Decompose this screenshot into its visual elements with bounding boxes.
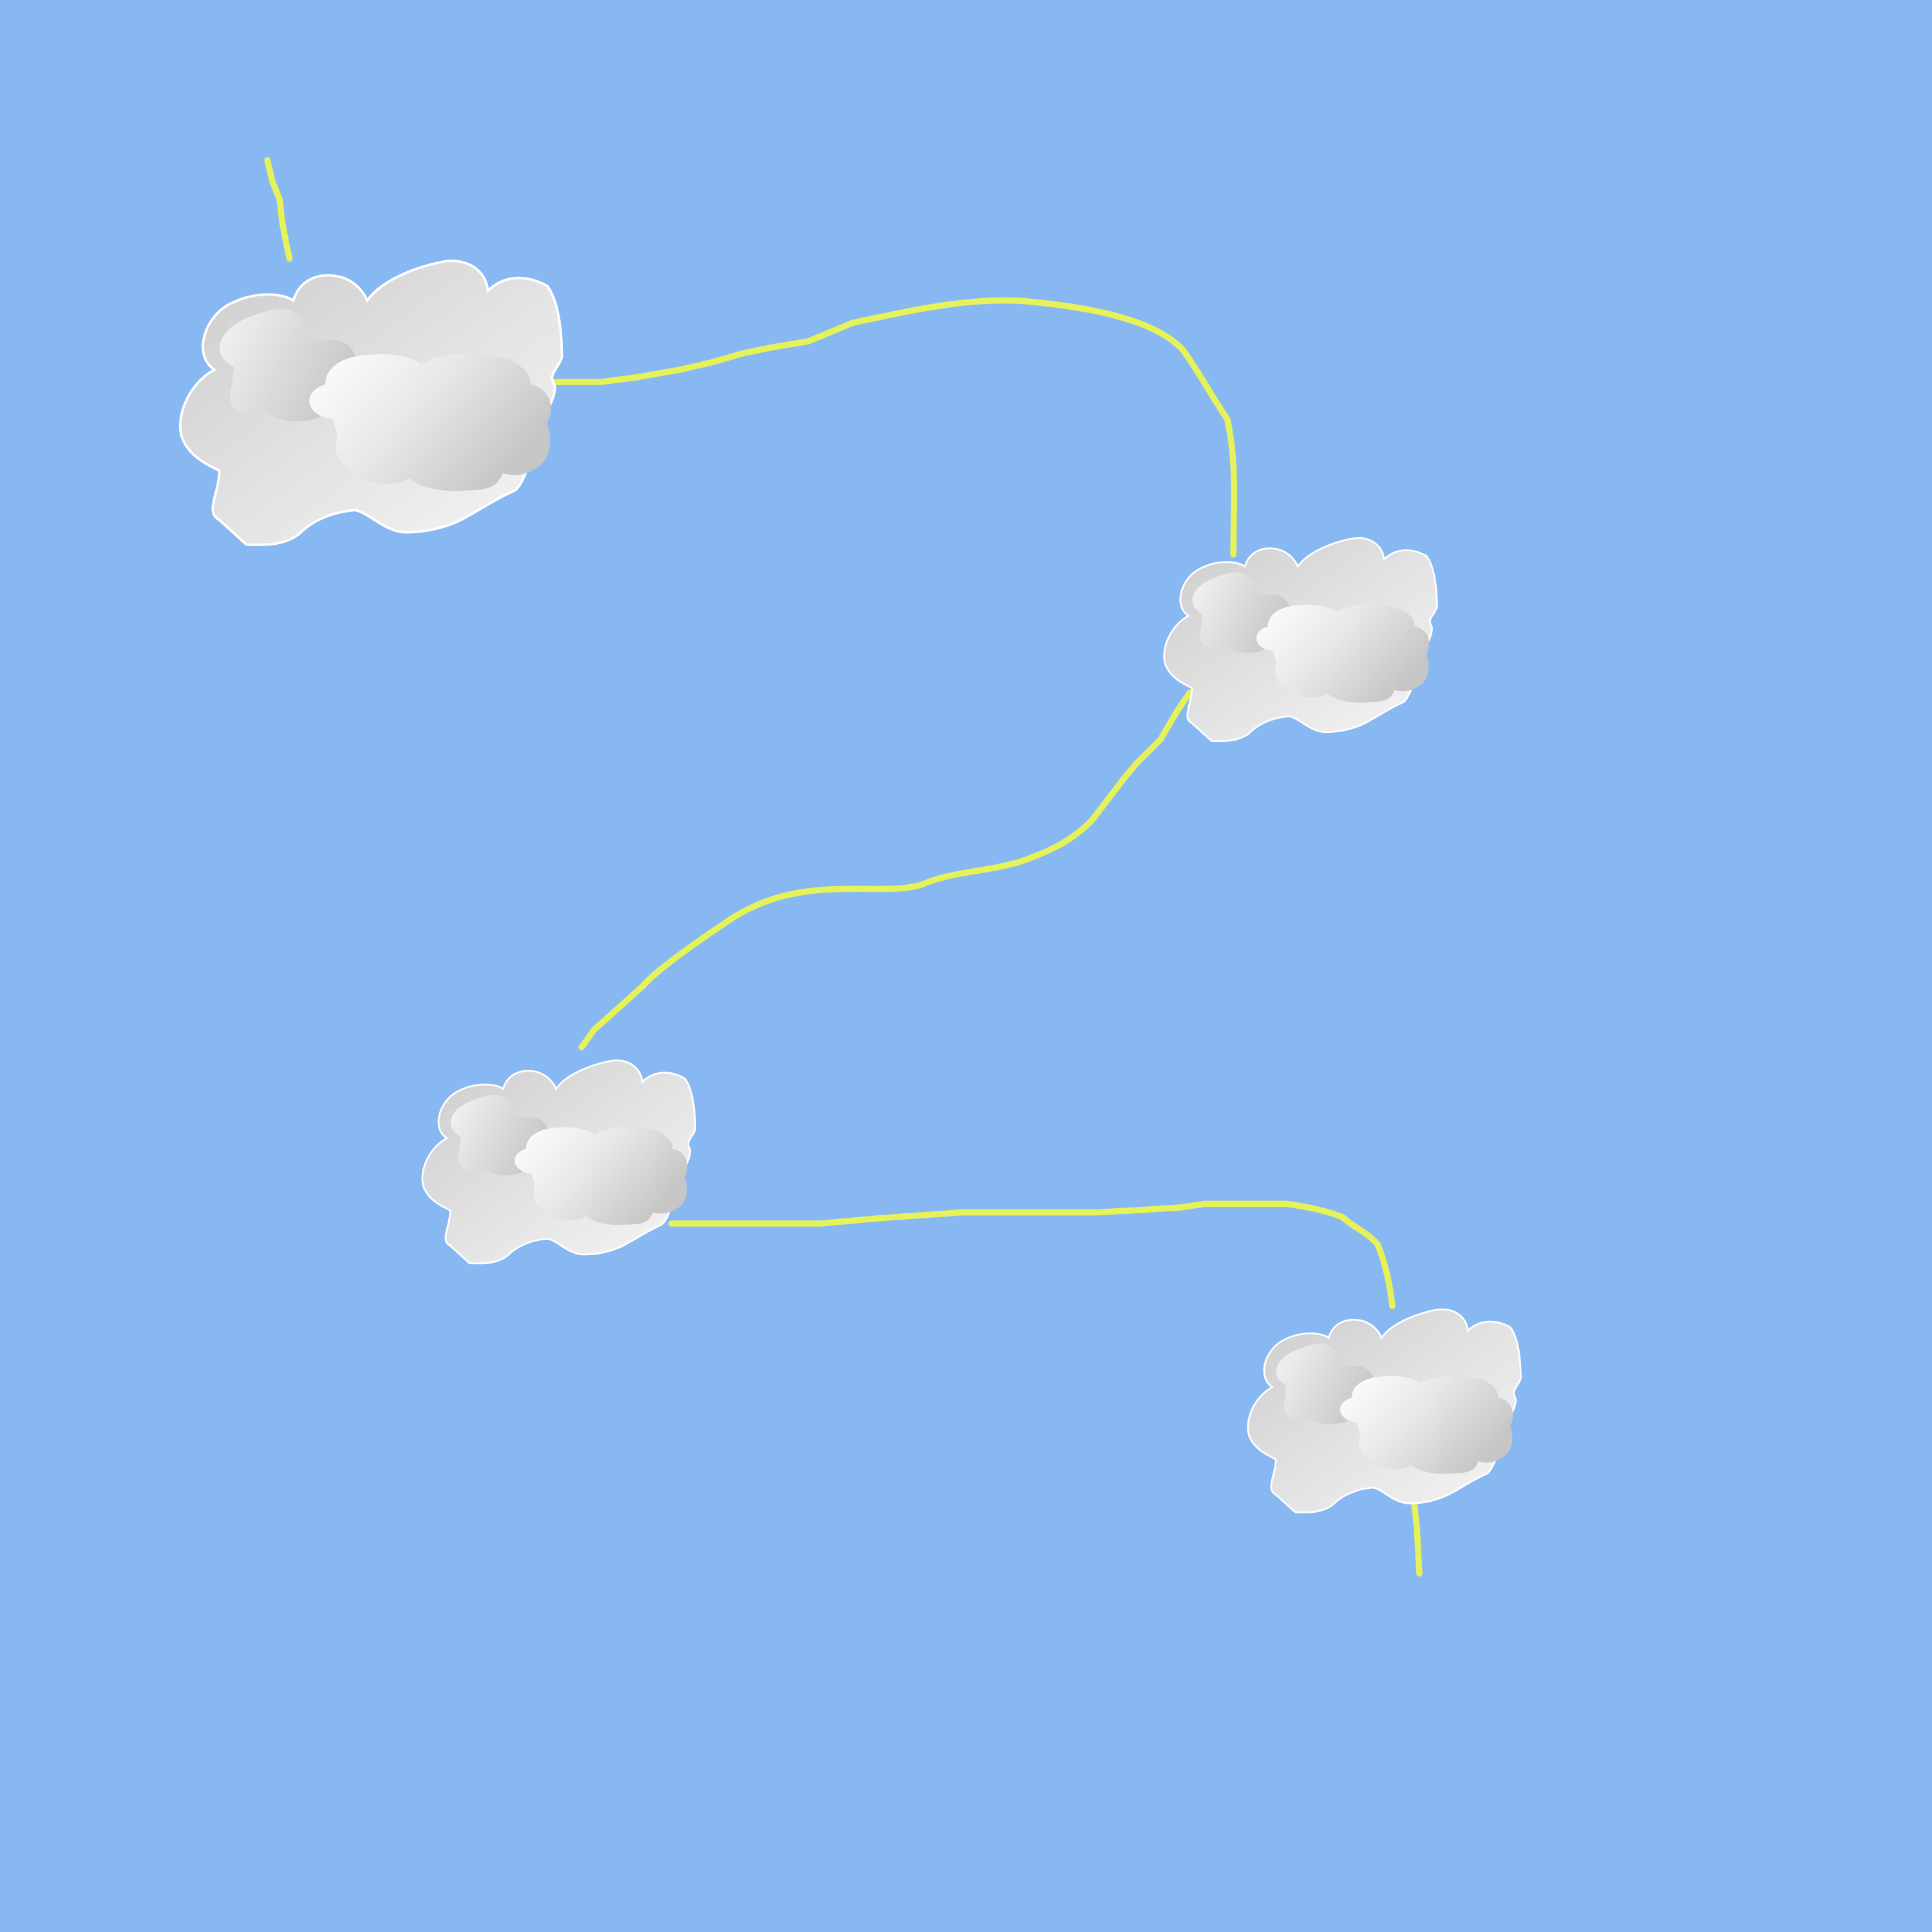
route-path (264, 156, 1423, 1577)
